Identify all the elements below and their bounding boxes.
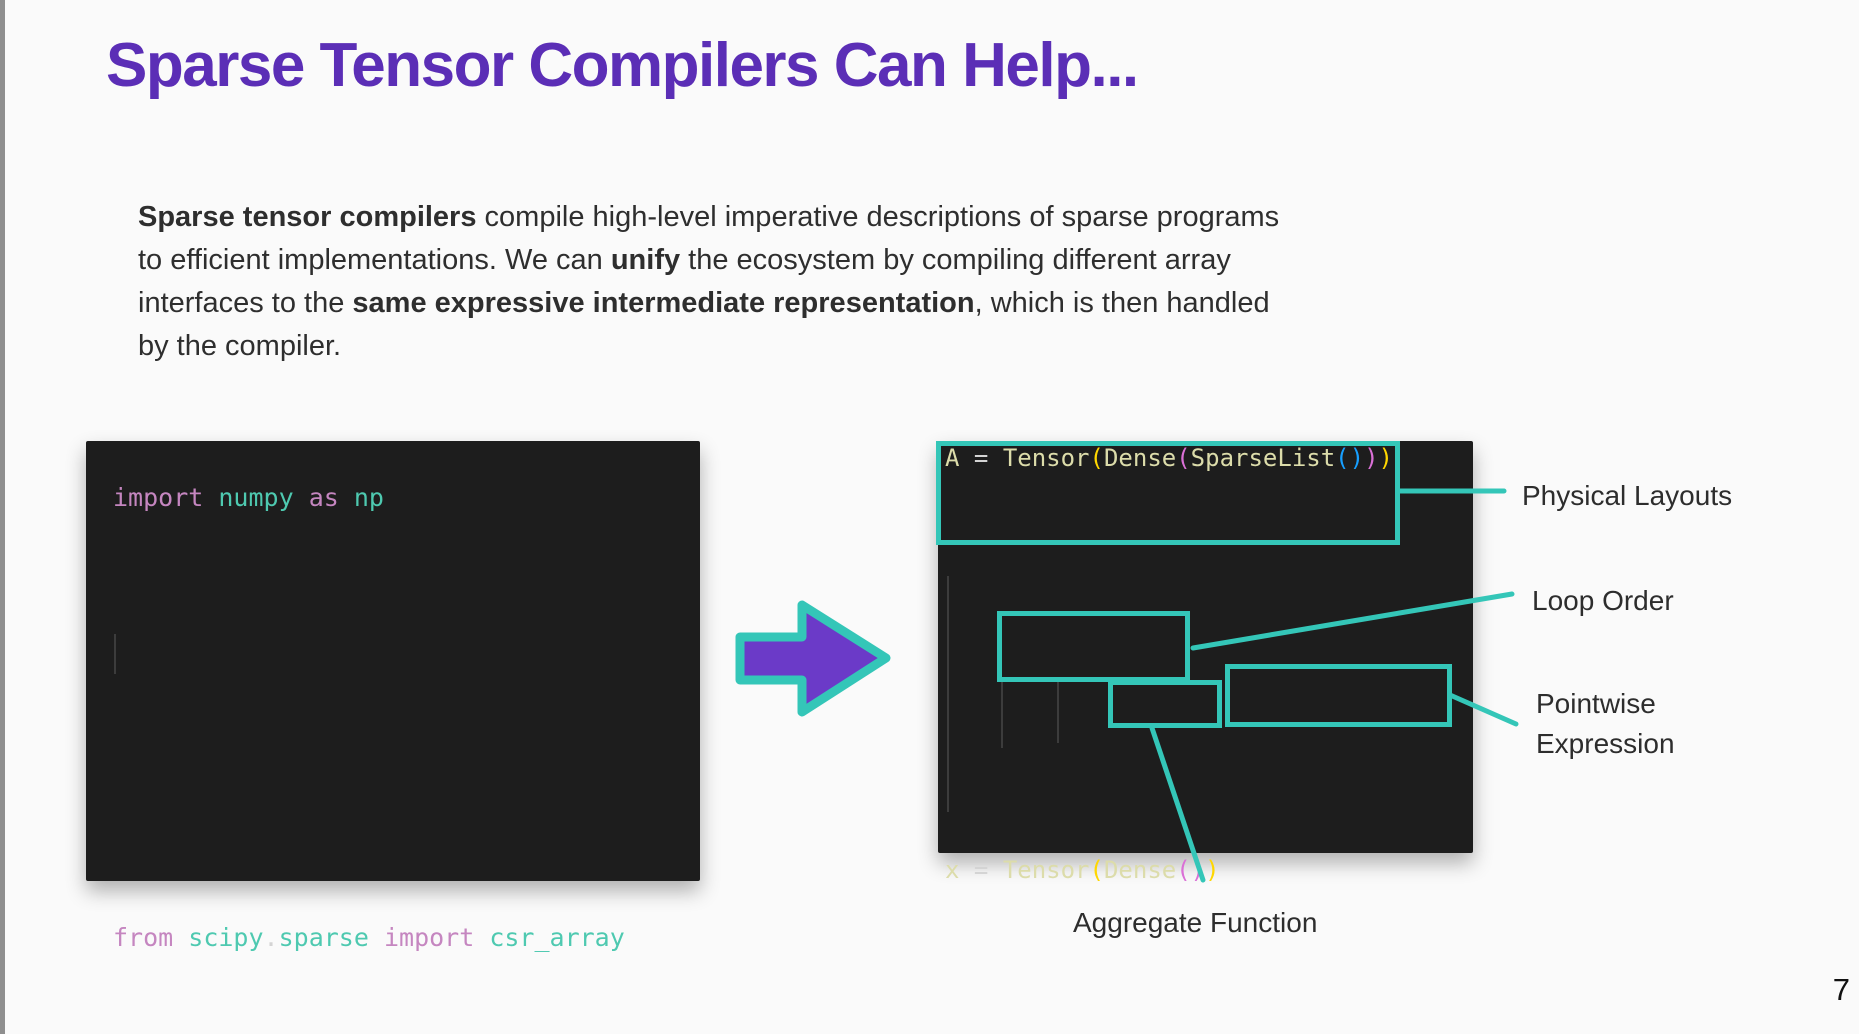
aggregate-function-label: Aggregate Function	[1073, 907, 1318, 938]
physical-layouts-box	[936, 441, 1400, 545]
intro-paragraph: Sparse tensor compilers compile high-lev…	[138, 201, 1280, 362]
aggregate-function-box	[1108, 680, 1222, 728]
physical-layouts-label: Physical Layouts	[1522, 480, 1733, 511]
pointwise-expression-box	[1225, 664, 1452, 727]
indent-guide	[1001, 681, 1003, 748]
slide-title: Sparse Tensor Compilers Can Help...	[106, 31, 1139, 100]
transform-arrow-icon	[735, 600, 891, 717]
loop-order-label: Loop Order	[1532, 585, 1674, 616]
indent-guide	[1057, 681, 1059, 743]
pointwise-expression-line2: Expression	[1536, 728, 1675, 759]
page-number: 7	[1832, 972, 1850, 1007]
loop-order-box	[997, 611, 1190, 682]
pointwise-expression-label: Pointwise Expression	[1536, 684, 1675, 764]
indent-guide	[947, 576, 949, 812]
slide-edge-strip	[0, 0, 5, 1034]
indent-guide	[114, 634, 116, 674]
pointwise-expression-line1: Pointwise	[1536, 688, 1656, 719]
